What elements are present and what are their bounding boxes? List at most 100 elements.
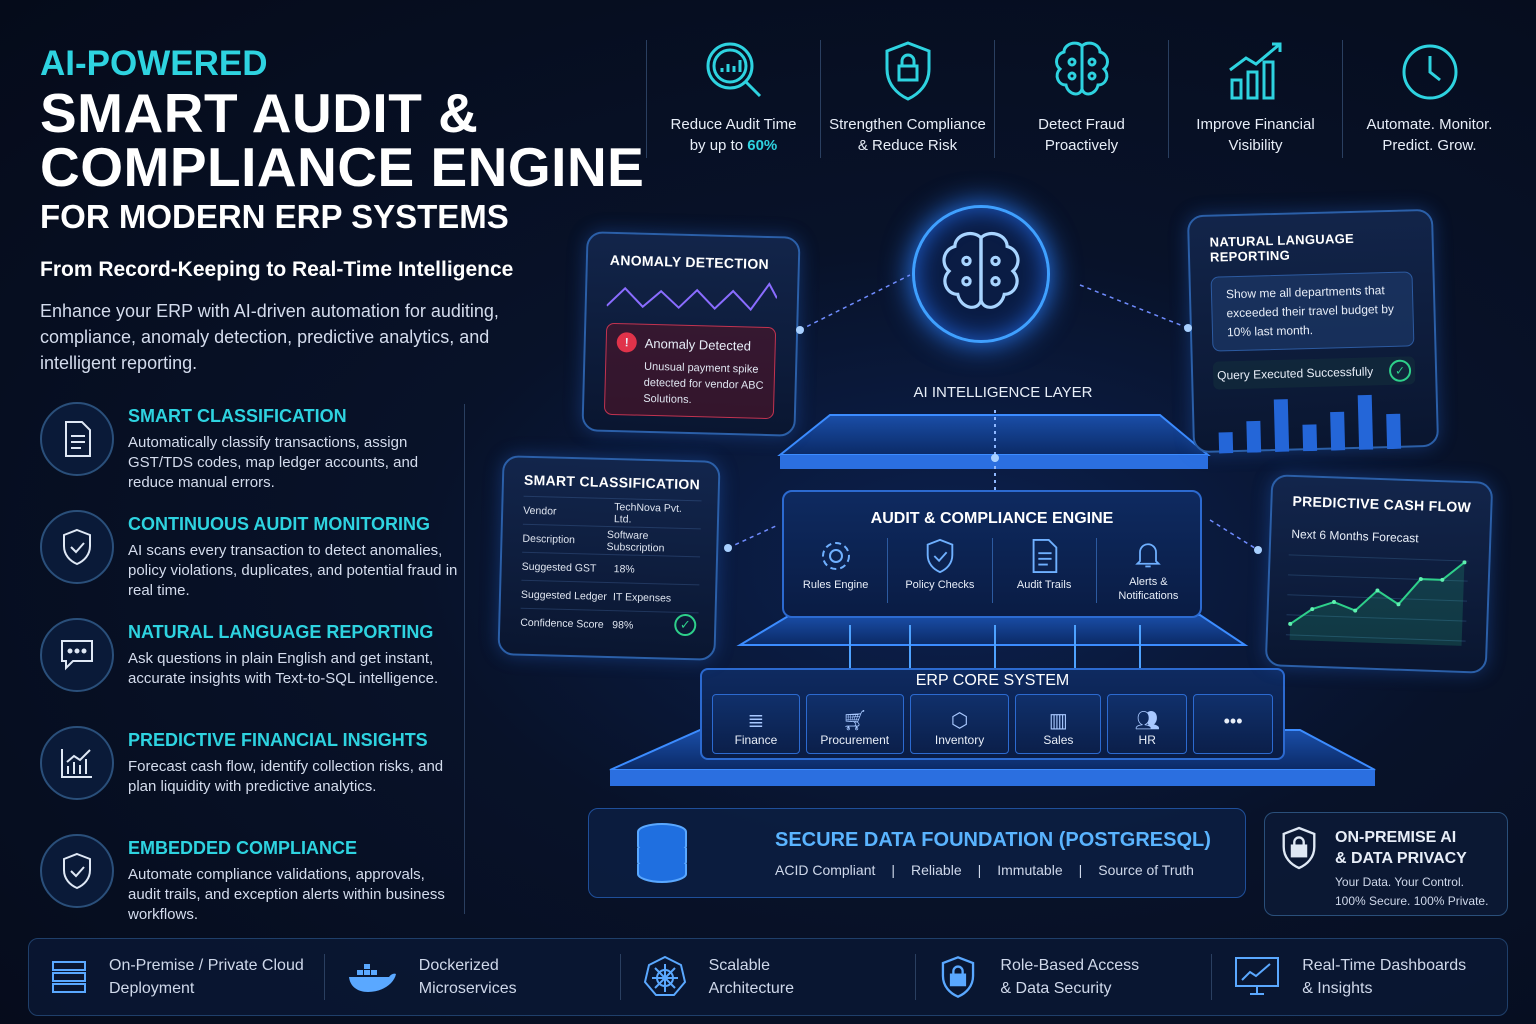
grid-line — [1286, 614, 1467, 622]
module-label: Inventory — [934, 733, 985, 747]
benefit-line: Visibility — [1228, 137, 1283, 154]
predictive-cashflow-card: PREDICTIVE CASH FLOW Next 6 Months Forec… — [1264, 474, 1494, 674]
privacy-title: & DATA PRIVACY — [1335, 850, 1467, 867]
subtitle: FOR MODERN ERP SYSTEMS — [40, 198, 509, 235]
document-icon — [40, 402, 114, 476]
shield-check-icon — [40, 834, 114, 908]
cart-icon: 🛒︎ — [842, 710, 868, 732]
capability-line: On-Premise / Private Cloud — [109, 957, 304, 974]
benefit-line: Reduce Audit Time — [670, 116, 797, 133]
audit-engine-panel: AUDIT & COMPLIANCE ENGINE Rules Engine P… — [782, 490, 1202, 618]
row-value: IT Expenses — [612, 590, 672, 605]
data-foundation-panel: SECURE DATA FOUNDATION (POSTGRESQL) ACID… — [588, 808, 1246, 898]
shield-person-icon — [885, 41, 930, 101]
shield-check-icon — [40, 510, 114, 584]
erp-title: ERP CORE SYSTEM — [915, 672, 1070, 689]
grid-line — [1288, 554, 1469, 562]
feature-item: SMART CLASSIFICATION Automatically classi… — [40, 402, 460, 510]
capability-item: Real-Time Dashboards& Insights — [1212, 954, 1507, 1000]
title-line-1: SMART AUDIT & — [40, 82, 479, 144]
feature-title: NATURAL LANGUAGE REPORTING — [128, 622, 434, 642]
capability-line: Role-Based Access — [1000, 957, 1140, 974]
clock-icon — [1402, 44, 1457, 100]
feature-title: CONTINUOUS AUDIT MONITORING — [128, 514, 430, 534]
row-label: Suggested GST — [521, 560, 597, 575]
brain-icon — [1054, 41, 1109, 96]
report-bar — [1218, 432, 1234, 454]
ai-brain-orb — [912, 205, 1050, 343]
report-bar — [1246, 420, 1262, 453]
erp-module-finance[interactable]: ≣Finance — [712, 694, 800, 754]
benefit-highlight: 60% — [747, 137, 778, 154]
capability-line: Architecture — [708, 980, 794, 997]
capability-line: Microservices — [418, 980, 517, 997]
erp-module-hr[interactable]: 👥︎HR — [1107, 694, 1188, 754]
feature-title: SMART CLASSIFICATION — [128, 406, 347, 426]
title-line-2: COMPLIANCE ENGINE — [40, 136, 645, 198]
alert-icon: ! — [616, 332, 638, 353]
engine-module: Audit Trails — [991, 538, 1096, 603]
row-value: 98% — [612, 618, 634, 632]
forecast-area — [1289, 562, 1465, 646]
privacy-panel: ON-PREMISE AI& DATA PRIVACY Your Data. Y… — [1264, 812, 1508, 916]
feature-desc: Automatically classify transactions, ass… — [128, 434, 419, 491]
nl-reporting-card: NATURAL LANGUAGE REPORTING Show me all d… — [1186, 208, 1440, 454]
feature-title: EMBEDDED COMPLIANCE — [128, 838, 358, 858]
row-label: Description — [522, 532, 576, 546]
more-icon[interactable]: ••• — [1193, 694, 1273, 754]
engine-module: Rules Engine — [784, 538, 887, 603]
erp-module-sales[interactable]: ▥Sales — [1015, 694, 1102, 754]
monitor-chart-icon — [1235, 957, 1280, 995]
growth-chart-icon — [1228, 42, 1281, 100]
row-label: Vendor — [523, 504, 557, 518]
forecast-point — [1310, 607, 1315, 612]
document-icon — [1032, 538, 1058, 574]
benefit-label: Automate. Monitor.Predict. Grow. — [1367, 114, 1493, 156]
erp-core-panel: ERP CORE SYSTEM ≣Finance 🛒︎Procurement ⬡… — [700, 668, 1285, 760]
module-label: HR — [1138, 733, 1156, 747]
privacy-text: 100% Secure. 100% Private. — [1335, 894, 1489, 908]
card-subtitle: Next 6 Months Forecast — [1291, 526, 1419, 546]
users-icon: 👥︎ — [1134, 710, 1160, 732]
page-title: SMART AUDIT & COMPLIANCE ENGINE — [40, 82, 645, 198]
capability-line: Real-Time Dashboards — [1302, 957, 1467, 974]
capability-line: Scalable — [708, 957, 770, 974]
gear-icon — [821, 542, 850, 570]
engine-base-platform — [736, 614, 1249, 646]
benefit-line: Improve Financial — [1196, 116, 1315, 133]
chat-icon — [40, 618, 114, 692]
check-icon: ✓ — [1388, 359, 1412, 383]
erp-module-procurement[interactable]: 🛒︎Procurement — [805, 694, 904, 754]
engine-module: Policy Checks — [887, 538, 991, 603]
module-label: ••• — [1223, 710, 1243, 731]
feature-list: SMART CLASSIFICATION Automatically classi… — [40, 402, 460, 942]
eyebrow: AI-POWERED — [40, 44, 268, 83]
module-label: Sales — [1043, 733, 1074, 747]
intro-text: Enhance your ERP with AI-driven automati… — [40, 301, 499, 373]
tagline: From Record-Keeping to Real-Time Intelli… — [40, 258, 514, 281]
forecast-line-chart — [1285, 554, 1469, 646]
module-label: Policy Checks — [905, 579, 975, 591]
anomaly-alert: !Anomaly Detected Unusual payment spike … — [603, 322, 777, 420]
benefit-item: Strengthen Compliance& Reduce Risk — [820, 40, 994, 158]
box-icon: ⬡ — [950, 710, 969, 732]
row-value: 18% — [613, 562, 635, 576]
card-title: SMART CLASSIFICATION — [523, 471, 701, 493]
row-label: Suggested Ledger — [520, 588, 607, 603]
benefit-label: Strengthen Compliance& Reduce Risk — [829, 114, 986, 156]
forecast-point — [1440, 577, 1445, 582]
grid-line — [1287, 594, 1468, 602]
privacy-title: ON-PREMISE AI — [1335, 829, 1457, 846]
query-input[interactable]: Show me all departments that exceeded th… — [1210, 271, 1415, 352]
erp-module-inventory[interactable]: ⬡Inventory — [909, 694, 1010, 754]
